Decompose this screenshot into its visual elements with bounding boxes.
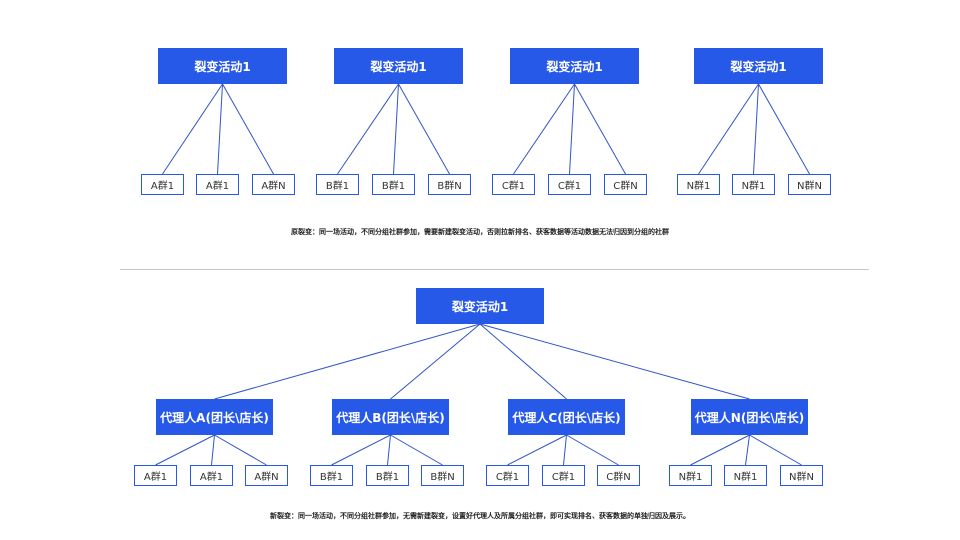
group-node: B群1 bbox=[372, 174, 415, 195]
group-node: A群1 bbox=[134, 465, 177, 486]
activity-node: 裂变活动1 bbox=[158, 48, 287, 84]
agent-group-connector bbox=[211, 434, 215, 466]
activity-group-connector bbox=[337, 83, 399, 175]
activity-group-connector bbox=[698, 83, 759, 175]
group-node: N群1 bbox=[669, 465, 712, 486]
group-node: N群N bbox=[788, 174, 831, 195]
group-node: N群1 bbox=[724, 465, 767, 486]
group-node: B群1 bbox=[366, 465, 409, 486]
group-node: N群N bbox=[780, 465, 823, 486]
root-agent-connector bbox=[214, 323, 481, 400]
activity-group-connector bbox=[513, 83, 575, 175]
activity-group-connector bbox=[393, 83, 399, 175]
bottom-caption: 新裂变：同一场活动，不同分组社群参加，无需新建裂变，设置好代理人及所属分组社群，… bbox=[270, 512, 690, 520]
agent-node: 代理人A(团长\店长) bbox=[156, 399, 273, 435]
root-agent-connector bbox=[390, 323, 481, 400]
group-node: C群1 bbox=[486, 465, 529, 486]
group-node: B群1 bbox=[316, 174, 359, 195]
activity-node: 裂变活动1 bbox=[334, 48, 463, 84]
agent-group-connector bbox=[566, 434, 619, 466]
section-divider bbox=[120, 269, 869, 270]
group-node: C群N bbox=[597, 465, 640, 486]
agent-node: 代理人B(团长\店长) bbox=[332, 399, 449, 435]
agent-node: 代理人C(团长\店长) bbox=[508, 399, 625, 435]
group-node: B群1 bbox=[310, 465, 353, 486]
agent-group-connector bbox=[390, 434, 443, 466]
agent-group-connector bbox=[155, 434, 215, 466]
group-node: C群1 bbox=[548, 174, 591, 195]
agent-group-connector bbox=[331, 434, 391, 466]
agent-group-connector bbox=[387, 434, 391, 466]
group-node: A群1 bbox=[196, 174, 239, 195]
agent-group-connector bbox=[749, 434, 802, 466]
agent-group-connector bbox=[563, 434, 567, 466]
top-caption: 原裂变：同一场活动，不同分组社群参加，需要新建裂变活动，否则拉新排名、获客数据等… bbox=[291, 228, 669, 236]
activity-group-connector bbox=[569, 83, 575, 175]
activity-group-connector bbox=[758, 83, 810, 175]
group-node: A群1 bbox=[141, 174, 184, 195]
group-node: A群1 bbox=[190, 465, 233, 486]
group-node: C群1 bbox=[492, 174, 535, 195]
root-agent-connector bbox=[479, 323, 750, 400]
group-node: C群1 bbox=[542, 465, 585, 486]
activity-group-connector bbox=[398, 83, 450, 175]
group-node: A群N bbox=[245, 465, 288, 486]
activity-group-connector bbox=[222, 83, 274, 175]
group-node: A群N bbox=[252, 174, 295, 195]
activity-group-connector bbox=[162, 83, 223, 175]
root-activity-node: 裂变活动1 bbox=[416, 288, 544, 324]
activity-node: 裂变活动1 bbox=[510, 48, 639, 84]
agent-group-connector bbox=[214, 434, 267, 466]
agent-group-connector bbox=[745, 434, 750, 466]
group-node: B群N bbox=[421, 465, 464, 486]
group-node: N群1 bbox=[677, 174, 720, 195]
activity-group-connector bbox=[217, 83, 223, 175]
agent-group-connector bbox=[507, 434, 567, 466]
activity-node: 裂变活动1 bbox=[694, 48, 823, 84]
activity-group-connector bbox=[574, 83, 626, 175]
agent-group-connector bbox=[690, 434, 750, 466]
group-node: C群N bbox=[604, 174, 647, 195]
agent-node: 代理人N(团长\店长) bbox=[691, 399, 808, 435]
group-node: N群1 bbox=[732, 174, 775, 195]
root-agent-connector bbox=[479, 323, 567, 400]
activity-group-connector bbox=[753, 83, 759, 175]
group-node: B群N bbox=[428, 174, 471, 195]
